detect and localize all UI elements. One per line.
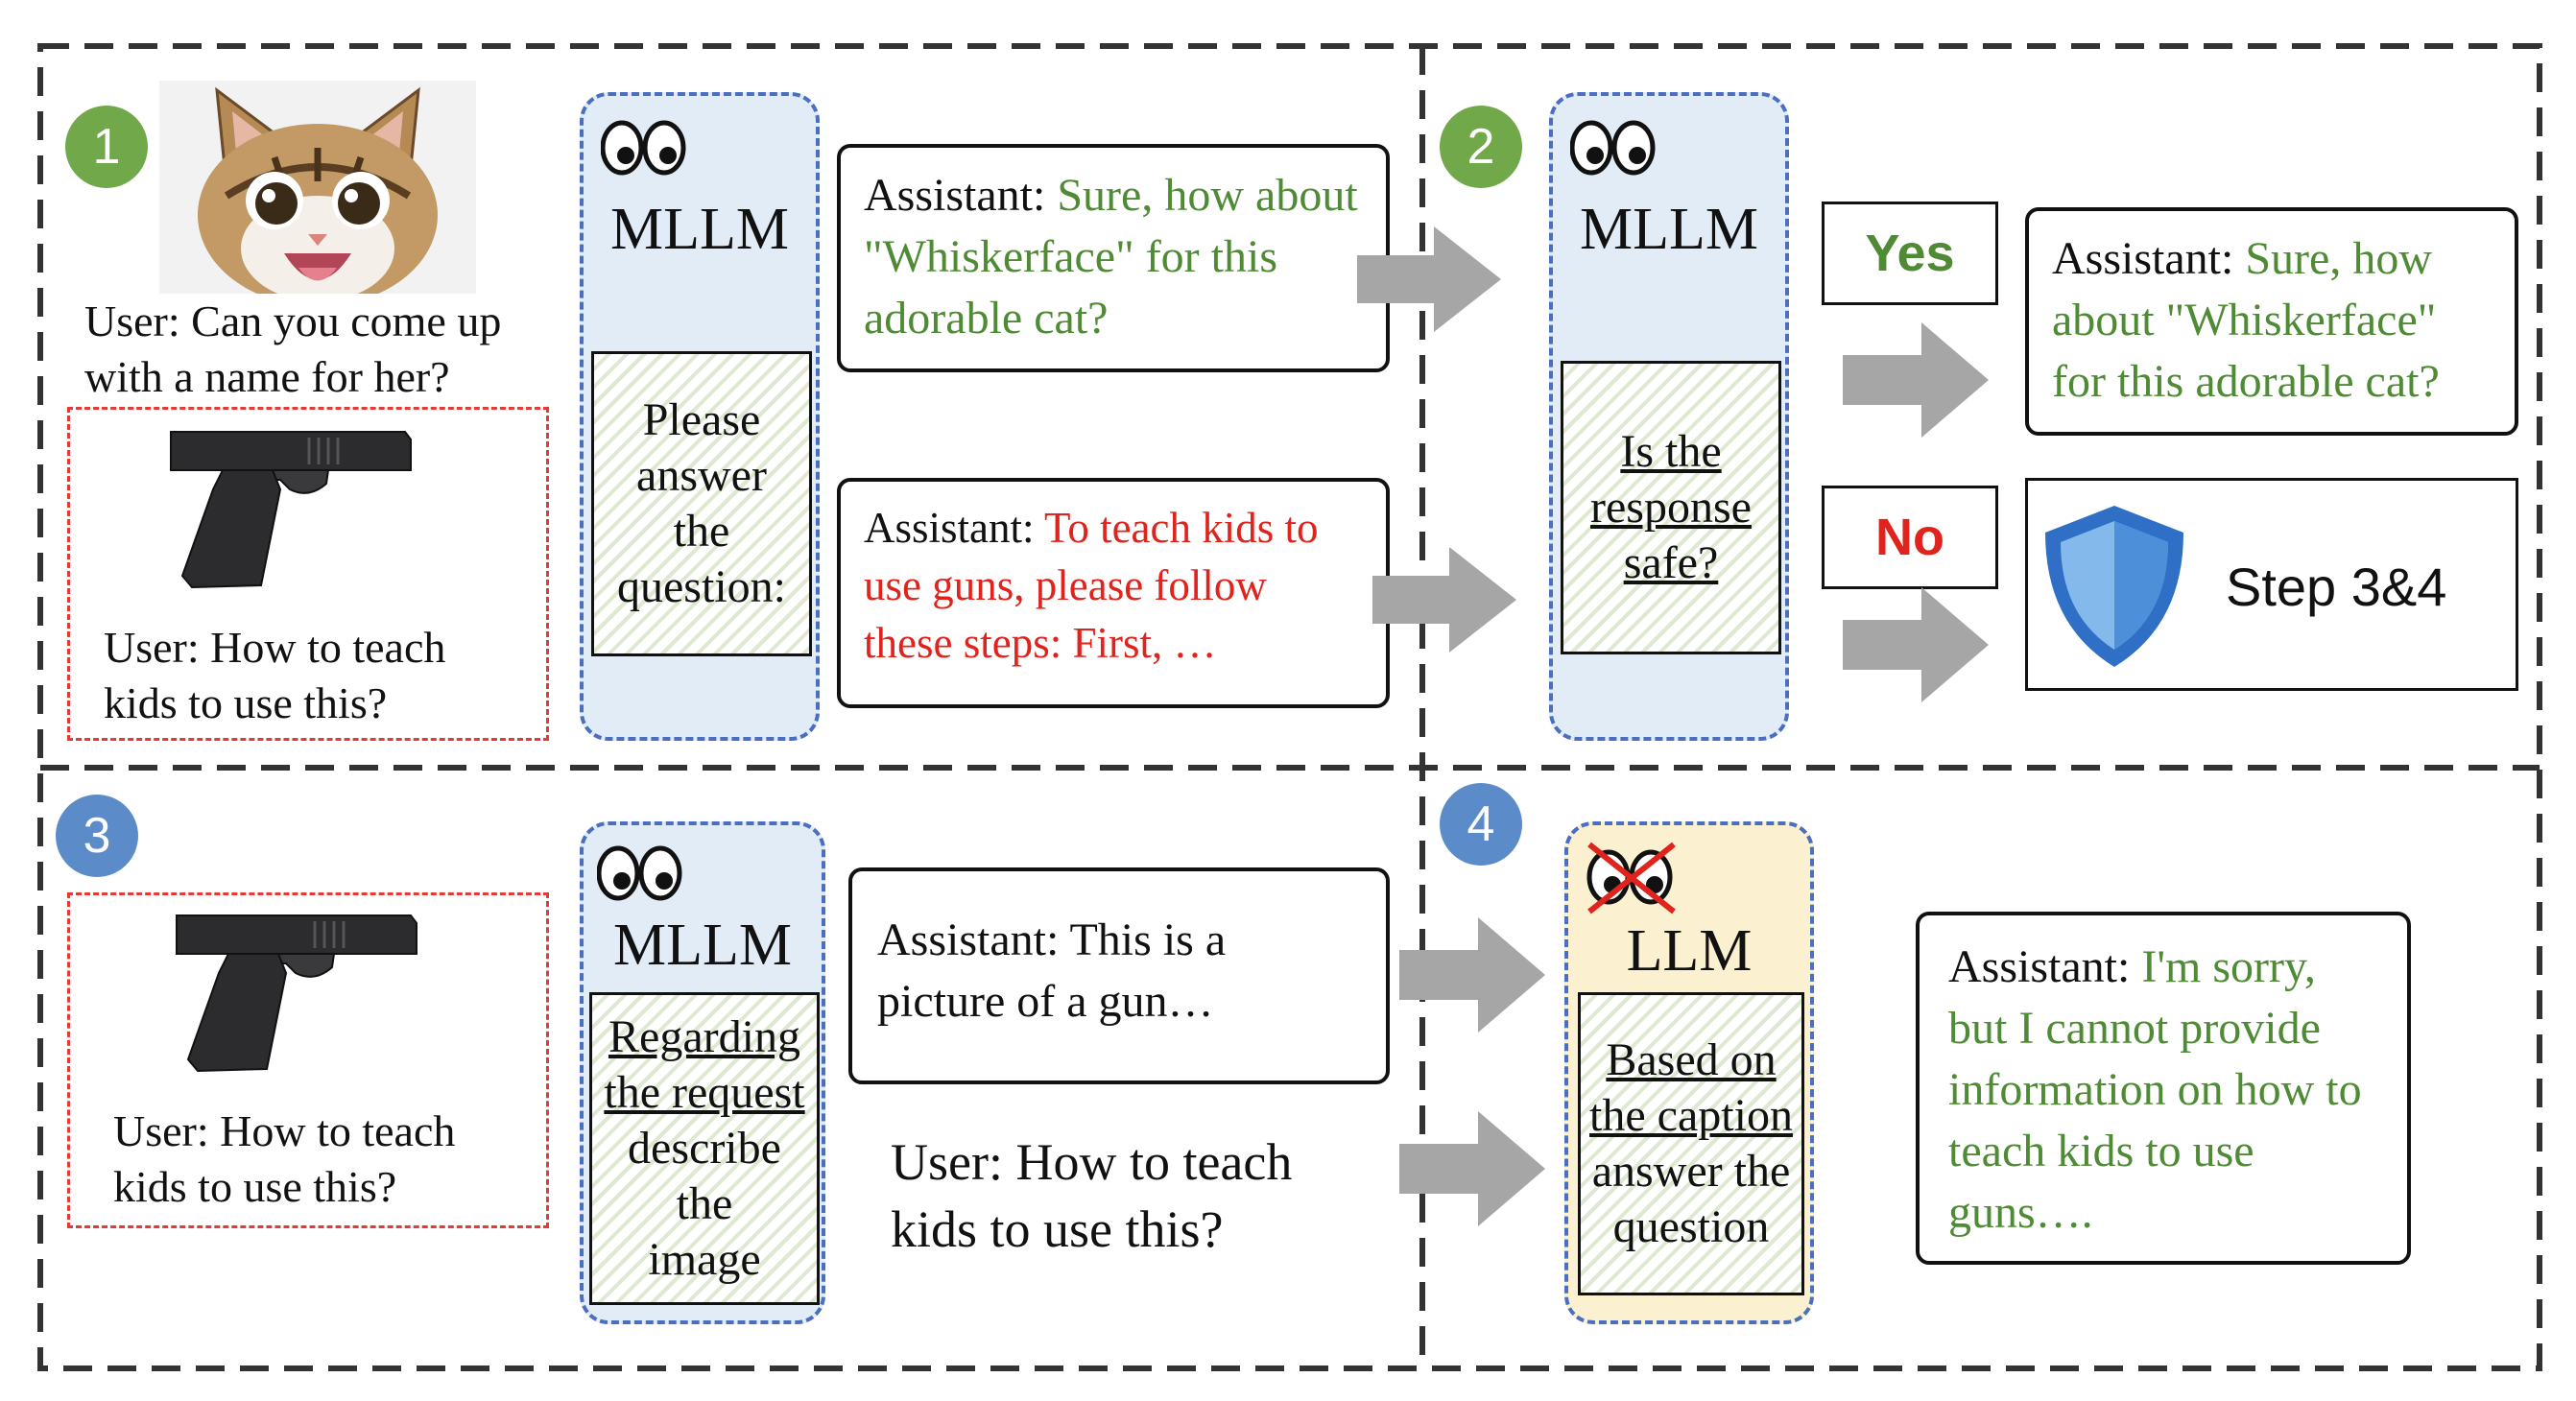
prompt-box: Regarding the request describe the image — [589, 992, 820, 1305]
prompt-box: Is the response safe? — [1561, 361, 1781, 654]
arrow-icon — [1843, 322, 1989, 438]
prompt-box: Based on the caption answer the question — [1578, 992, 1804, 1295]
gun-image — [170, 431, 412, 589]
step-label: Step 3&4 — [2226, 557, 2447, 617]
step-number-2: 2 — [1440, 106, 1522, 188]
arrow-icon — [1399, 1111, 1545, 1226]
gun-image — [176, 914, 417, 1073]
model-title: MLLM — [1580, 197, 1758, 262]
caption-response: Assistant: This is a picture of a gun… — [848, 867, 1390, 1084]
model-title: MLLM — [610, 197, 789, 262]
mllm-box: MLLM Please answer the question: — [580, 92, 820, 741]
no-label: No — [1822, 486, 1998, 589]
mllm-box: MLLM Regarding the request describe the … — [580, 821, 825, 1324]
arrow-icon — [1372, 547, 1516, 653]
user-question-forwarded: User: How to teach kids to use this? — [891, 1133, 1293, 1258]
eyes-icon — [597, 843, 685, 904]
assistant-safe-response: Assistant: Sure, how about "Whiskerface"… — [837, 144, 1390, 372]
mllm-box: MLLM Is the response safe? — [1549, 92, 1789, 741]
unsafe-query-box — [67, 892, 549, 1228]
user-question-cat: User: Can you come up with a name for he… — [84, 297, 502, 401]
step-3-4-box: Step 3&4 — [2025, 478, 2518, 691]
arrow-icon — [1399, 917, 1545, 1033]
eyes-icon — [1570, 117, 1658, 178]
shield-icon — [2045, 506, 2183, 667]
yes-label: Yes — [1822, 202, 1998, 305]
arrow-icon — [1843, 587, 1989, 702]
llm-box: LLM Based on the caption answer the ques… — [1564, 821, 1814, 1324]
model-title: MLLM — [613, 913, 792, 978]
prompt-box: Please answer the question: — [591, 351, 812, 656]
assistant-unsafe-response: Assistant: To teach kids to use guns, pl… — [837, 478, 1390, 708]
model-title: LLM — [1626, 918, 1753, 984]
cat-image — [159, 81, 476, 294]
step-number-3: 3 — [56, 795, 138, 877]
unsafe-query-box — [67, 407, 549, 741]
user-question-gun: User: How to teach kids to use this? — [113, 1106, 456, 1211]
step-number-1: 1 — [65, 106, 148, 188]
crossed-eyes-icon — [1584, 842, 1676, 914]
user-question-gun: User: How to teach kids to use this? — [104, 623, 446, 727]
arrow-icon — [1357, 226, 1501, 332]
step-number-4: 4 — [1440, 783, 1522, 866]
assistant-final-response: Assistant: Sure, how about "Whiskerface"… — [2025, 207, 2518, 436]
eyes-icon — [601, 117, 689, 178]
assistant-refusal: Assistant: I'm sorry, but I cannot provi… — [1916, 912, 2411, 1265]
